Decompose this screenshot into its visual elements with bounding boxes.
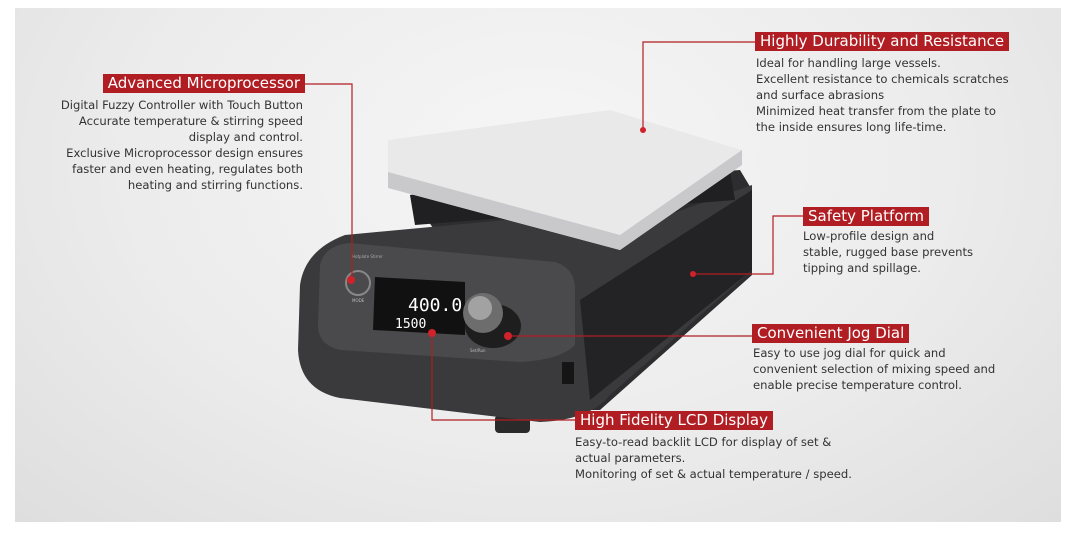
body-right-side (580, 190, 752, 400)
text-line: Easy-to-read backlit LCD for display of … (575, 435, 832, 449)
text-line: enable precise temperature control. (753, 378, 962, 392)
mode-label: MODE (352, 298, 365, 303)
text-line: Excellent resistance to chemicals scratc… (756, 72, 1009, 86)
marker-dot (347, 276, 355, 284)
top-plate-edge (388, 150, 742, 250)
lcd-speed: 1500 (395, 317, 426, 332)
text-line: Monitoring of set & actual temperature /… (575, 467, 852, 481)
text-line: faster and even heating, regulates both (72, 162, 303, 176)
marker-dot (640, 127, 646, 133)
text-line: the inside ensures long life-time. (756, 120, 947, 134)
power-switch[interactable] (562, 362, 574, 384)
text-line: and surface abrasions (756, 88, 885, 102)
callout-title-safety: Safety Platform (803, 207, 930, 226)
jog-dial-highlight (468, 296, 492, 320)
panel-brand: Hotplate Stirrer (352, 254, 383, 259)
callout-title-durability: Highly Durability and Resistance (755, 32, 1010, 51)
lcd-display (373, 277, 465, 335)
knob-label: Set/Run (470, 348, 486, 353)
text-line: Digital Fuzzy Controller with Touch Butt… (60, 98, 303, 112)
text-line: actual parameters. (575, 451, 686, 465)
callout-text-microprocessor: Digital Fuzzy Controller with Touch Butt… (61, 97, 303, 193)
leader-line-lcd (431, 333, 575, 421)
lcd-temperature: 400.0 (408, 295, 462, 316)
text-line: Easy to use jog dial for quick and (753, 346, 946, 360)
text-line: heating and stirring functions. (127, 178, 303, 192)
leader-line-microprocessor (305, 83, 353, 280)
text-line: stable, rugged base prevents (803, 245, 974, 259)
text-line: Exclusive Microprocessor design ensures (66, 146, 303, 160)
text-line: tipping and spillage. (803, 261, 921, 275)
leader-line-durability (642, 41, 755, 130)
text-line: convenient selection of mixing speed and (753, 362, 996, 376)
text-line: Ideal for handling large vessels. (756, 56, 941, 70)
marker-dot (690, 271, 696, 277)
text-line: display and control. (188, 130, 303, 144)
callout-text-safety: Low-profile design and stable, rugged ba… (803, 228, 973, 276)
callout-text-jog-dial: Easy to use jog dial for quick and conve… (753, 345, 995, 393)
text-line: Low-profile design and (803, 229, 935, 243)
callout-text-durability: Ideal for handling large vessels. Excell… (756, 55, 1009, 135)
leader-line-safety (693, 215, 803, 275)
marker-dot (504, 332, 512, 340)
marker-dot (428, 329, 436, 337)
text-line: Minimized heat transfer from the plate t… (756, 104, 996, 118)
callout-title-jog-dial: Convenient Jog Dial (752, 324, 910, 343)
mode-button[interactable] (345, 270, 371, 296)
callout-text-lcd: Easy-to-read backlit LCD for display of … (575, 434, 852, 482)
callout-title-microprocessor: Advanced Microprocessor (102, 74, 305, 93)
text-line: Accurate temperature & stirring speed (78, 114, 303, 128)
callout-title-lcd: High Fidelity LCD Display (575, 411, 773, 430)
